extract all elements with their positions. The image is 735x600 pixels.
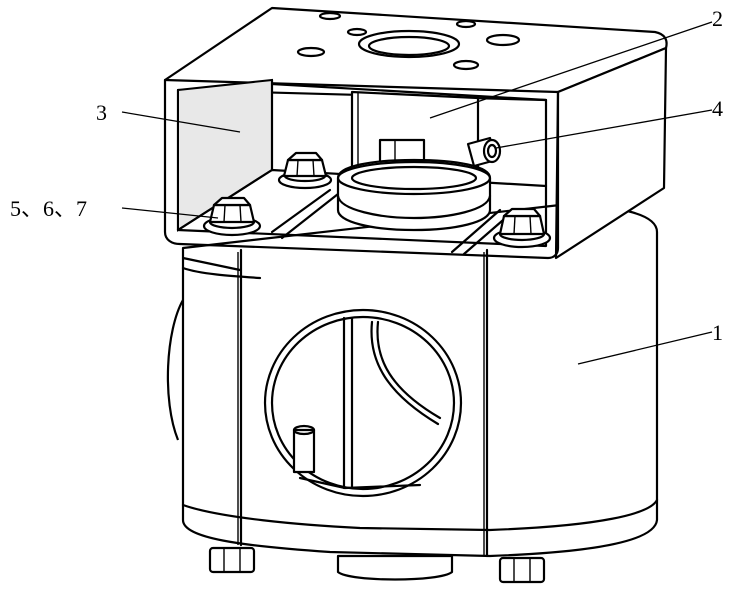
label-parts-5-6-7: 5、6、7 [10,196,87,221]
shaft-coupling [336,90,492,232]
set-screw [466,136,502,168]
bolt-set-right [492,207,552,249]
bolt-set-center [277,151,333,190]
bolt-set-left [202,196,262,237]
body-port-opening [263,308,463,498]
leader-lines [121,21,713,365]
leader-5-6-7 [121,207,219,219]
label-part-3: 3 [96,100,107,125]
label-part-2: 2 [712,6,723,31]
label-part-4: 4 [712,96,723,121]
leader-2 [429,21,713,119]
leader-3 [121,111,241,133]
bottom-fittings [208,546,546,584]
leader-1 [577,331,713,365]
label-part-1: 1 [712,320,723,345]
leader-4 [495,109,713,149]
